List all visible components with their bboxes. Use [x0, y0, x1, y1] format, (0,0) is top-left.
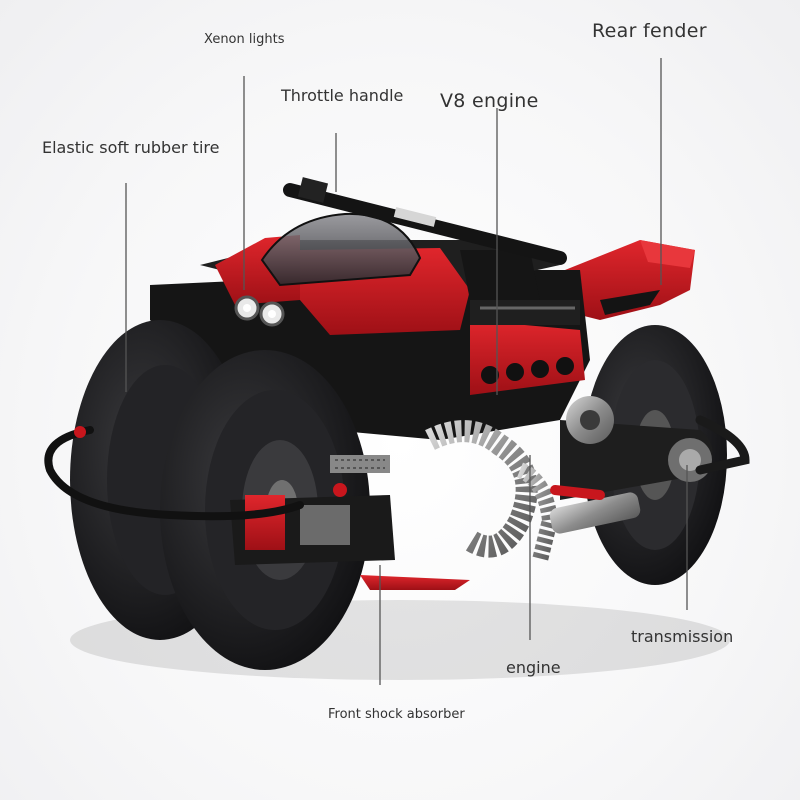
label-transmission: transmission: [631, 627, 734, 646]
rear-frame-bar: [695, 415, 750, 475]
label-front-shock-absorber: Front shock absorber: [328, 707, 465, 722]
label-elastic-tire: Elastic soft rubber tire: [42, 138, 220, 157]
leader-lines: [125, 58, 688, 685]
xenon-headlights: [234, 295, 285, 327]
label-engine: engine: [506, 658, 561, 677]
windscreen: [260, 212, 422, 287]
label-rear-fender: Rear fender: [592, 20, 707, 42]
label-throttle-handle: Throttle handle: [281, 86, 404, 105]
v8-engine-block: [470, 300, 585, 395]
exhaust-coils: [425, 420, 641, 562]
label-xenon-lights: Xenon lights: [204, 32, 285, 47]
throttle-handlebar: [283, 177, 567, 265]
label-v8-engine: V8 engine: [440, 90, 539, 112]
front-guard-bar: [44, 426, 304, 521]
bottom-skid: [360, 575, 470, 590]
